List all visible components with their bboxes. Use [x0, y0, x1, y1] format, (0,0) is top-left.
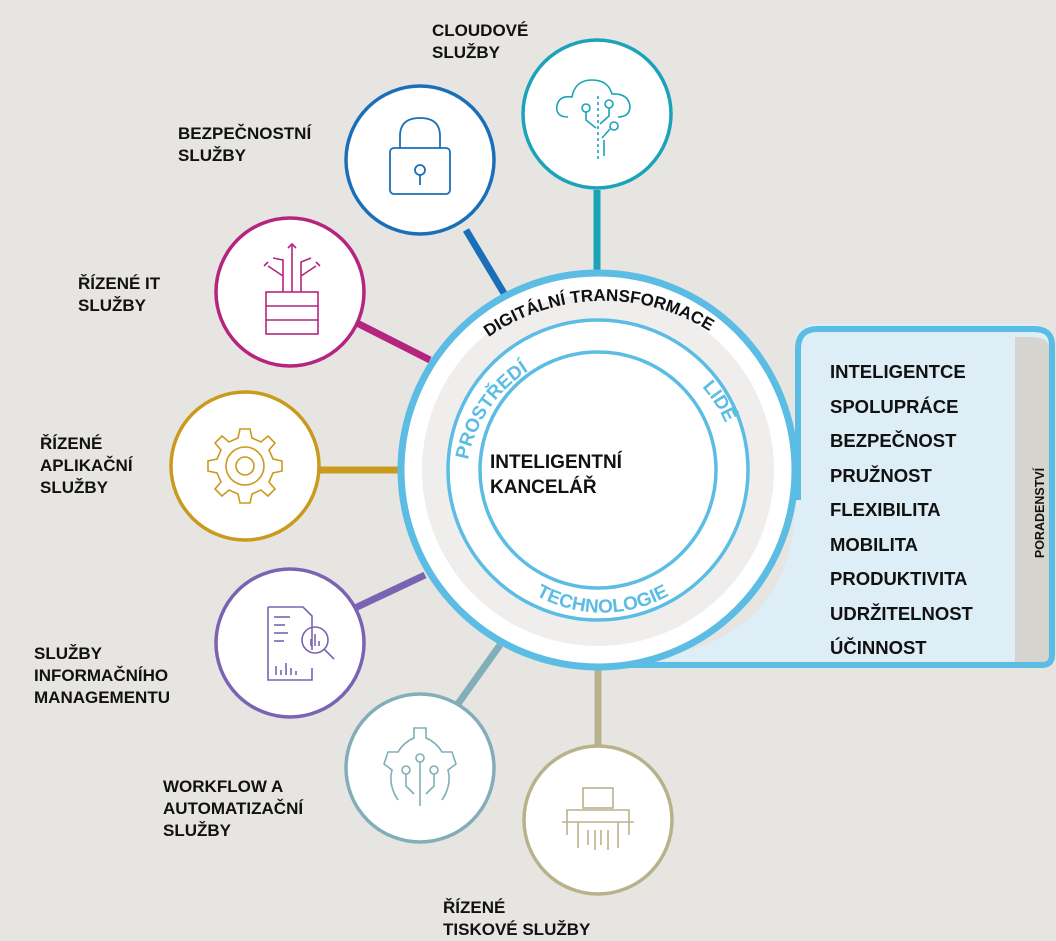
label-line: ŘÍZENÉ [40, 434, 103, 453]
label-line: AUTOMATIZAČNÍ [163, 799, 304, 818]
label-it-services: ŘÍZENÉ IT SLUŽBY [78, 273, 160, 317]
label-line: MANAGEMENTU [34, 688, 170, 707]
label-line: SLUŽBY [178, 146, 246, 165]
cloud-tree-icon [555, 79, 631, 160]
side-label: PORADENSTVÍ [1033, 467, 1047, 559]
label-security-services: BEZPEČNOSTNÍ SLUŽBY [178, 123, 311, 167]
center-title-line: INTELIGENTNÍ [490, 452, 622, 473]
benefit-item: INTELIGENTCE [830, 361, 966, 382]
printer-icon [562, 787, 634, 850]
service-apps [169, 390, 321, 542]
label-line: SLUŽBY [163, 821, 231, 840]
label-line: BEZPEČNOSTNÍ [178, 124, 312, 143]
benefits-list: INTELIGENTCE SPOLUPRÁCE BEZPEČNOST PRUŽN… [830, 355, 973, 666]
server-arrows-icon [263, 242, 321, 335]
label-line: SLUŽBY [40, 478, 108, 497]
label-info-services: SLUŽBY INFORMAČNÍHO MANAGEMENTU [34, 643, 170, 709]
connector-info [353, 571, 427, 612]
label-line: SLUŽBY [34, 644, 102, 663]
benefit-item: UDRŽITELNOST [830, 602, 973, 624]
label-line: CLOUDOVÉ [432, 21, 529, 40]
label-print-services: ŘÍZENÉ TISKOVÉ SLUŽBY [443, 897, 590, 941]
benefit-item: PRUŽNOST [830, 464, 932, 486]
connector-it [353, 318, 432, 364]
benefit-item: PRODUKTIVITA [830, 568, 968, 589]
service-info [214, 567, 366, 719]
label-line: APLIKAČNÍ [40, 456, 133, 475]
benefit-item: ÚČINNOST [830, 637, 927, 658]
label-line: WORKFLOW A [163, 777, 284, 796]
center-hub [397, 269, 799, 671]
benefit-item: BEZPEČNOST [830, 430, 957, 451]
label-line: INFORMAČNÍHO [34, 666, 169, 685]
service-print [522, 744, 674, 896]
benefit-item: MOBILITA [830, 533, 919, 555]
label-line: ŘÍZENÉ [443, 898, 506, 917]
label-line: SLUŽBY [432, 43, 500, 62]
service-workflow [344, 692, 496, 844]
gear-circuit-icon [383, 727, 457, 806]
service-cloud [521, 38, 673, 190]
padlock-icon [389, 117, 451, 195]
center-title: INTELIGENTNÍ KANCELÁŘ [490, 450, 650, 500]
connectors [282, 190, 602, 745]
label-line: ŘÍZENÉ IT [78, 274, 161, 293]
connector-security [462, 228, 512, 302]
label-cloud-services: CLOUDOVÉ SLUŽBY [432, 20, 528, 64]
benefit-item: FLEXIBILITA [830, 499, 941, 520]
connector-workflow [452, 642, 503, 711]
center-title-line: KANCELÁŘ [490, 477, 597, 498]
side-tab [1015, 337, 1052, 668]
service-security [344, 84, 496, 236]
label-app-services: ŘÍZENÉ APLIKAČNÍ SLUŽBY [40, 433, 133, 499]
benefit-item: SPOLUPRÁCE [830, 395, 959, 417]
label-line: SLUŽBY [78, 296, 146, 315]
document-magnifier-icon [267, 606, 335, 681]
label-workflow-services: WORKFLOW A AUTOMATIZAČNÍ SLUŽBY [163, 776, 303, 842]
benefits-panel [600, 324, 1055, 668]
service-it [214, 216, 366, 368]
gear-icon [207, 428, 283, 504]
label-line: TISKOVÉ SLUŽBY [443, 920, 591, 939]
